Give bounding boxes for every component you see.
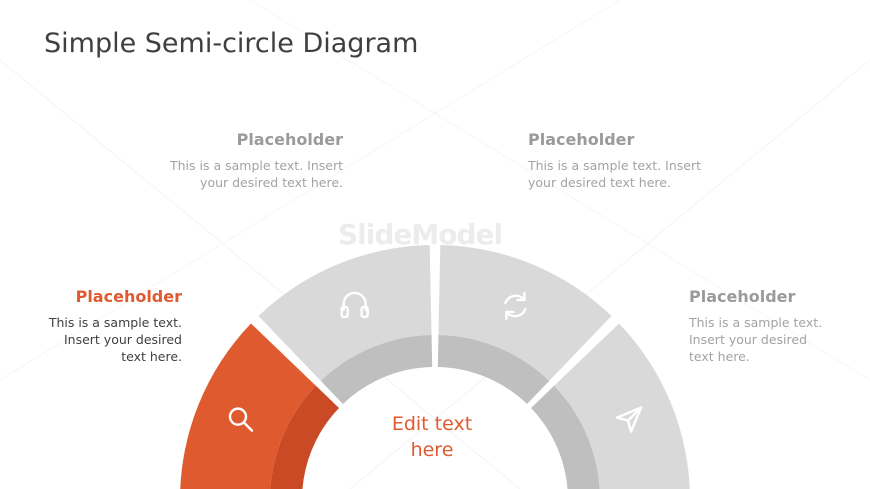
- text-line: This is a sample text.: [48, 315, 182, 330]
- text-line: Insert your desired: [689, 332, 808, 347]
- segment-3-inner[interactable]: [437, 335, 550, 405]
- text-line: text here.: [689, 349, 750, 364]
- placeholder-text-1: This is a sample text. Insert your desir…: [20, 314, 182, 365]
- placeholder-heading-2: Placeholder: [236, 130, 343, 149]
- text-line: your desired text here.: [528, 175, 671, 190]
- placeholder-block-1: Placeholder This is a sample text. Inser…: [20, 287, 182, 365]
- placeholder-block-2: Placeholder This is a sample text. Inser…: [110, 130, 343, 191]
- text-line: This is a sample text. Insert: [528, 158, 701, 173]
- segment-4-outer[interactable]: [554, 323, 690, 489]
- refresh-icon: [504, 291, 527, 321]
- center-text[interactable]: Edit text here: [362, 411, 502, 463]
- segment-2-outer[interactable]: [258, 245, 432, 381]
- search-icon: [228, 407, 254, 432]
- segment-3-outer[interactable]: [438, 245, 612, 381]
- page-title: Simple Semi-circle Diagram: [44, 28, 419, 59]
- text-line: text here.: [121, 349, 182, 364]
- placeholder-heading-1: Placeholder: [75, 287, 182, 306]
- headphones-icon: [340, 291, 369, 319]
- center-text-line: here: [410, 439, 454, 461]
- placeholder-block-4: Placeholder This is a sample text. Inser…: [689, 287, 859, 365]
- text-line: Insert your desired: [63, 332, 182, 347]
- center-text-line: Edit text: [391, 413, 473, 435]
- segment-2-inner[interactable]: [320, 335, 433, 405]
- placeholder-heading-3: Placeholder: [528, 130, 635, 149]
- placeholder-heading-4: Placeholder: [689, 287, 796, 306]
- segments-layer: [180, 245, 690, 489]
- send-icon: [615, 406, 643, 433]
- text-line: This is a sample text.: [689, 315, 823, 330]
- segment-1-inner[interactable]: [270, 385, 340, 489]
- icons-layer: [228, 291, 643, 433]
- segment-1-outer[interactable]: [180, 323, 316, 489]
- text-line: This is a sample text. Insert: [170, 158, 343, 173]
- segment-4-inner[interactable]: [530, 385, 600, 489]
- placeholder-block-3: Placeholder This is a sample text. Inser…: [528, 130, 768, 191]
- placeholder-text-2: This is a sample text. Insert your desir…: [110, 157, 343, 191]
- text-line: your desired text here.: [200, 175, 343, 190]
- placeholder-text-4: This is a sample text. Insert your desir…: [689, 314, 859, 365]
- placeholder-text-3: This is a sample text. Insert your desir…: [528, 157, 768, 191]
